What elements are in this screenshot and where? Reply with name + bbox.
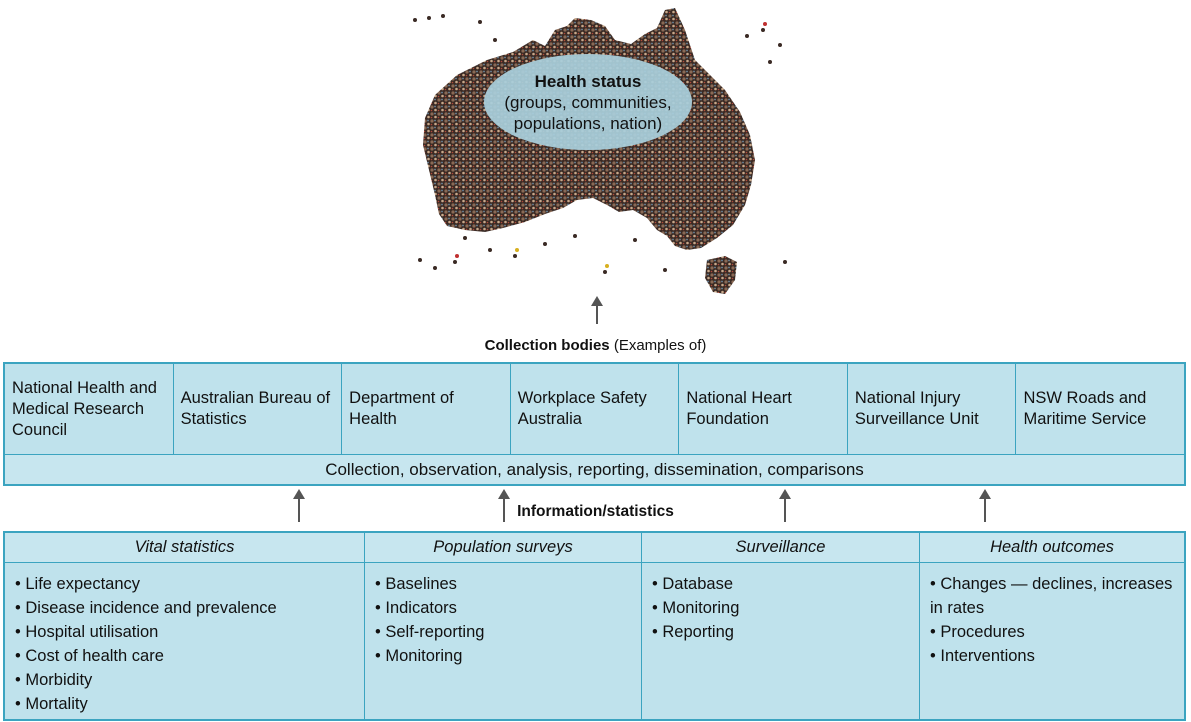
category-title: Health outcomes	[920, 533, 1184, 563]
collection-bodies-heading-rest: (Examples of)	[609, 337, 707, 354]
category-list: Changes — declines, increases in rates P…	[920, 563, 1184, 668]
list-item: Procedures	[930, 620, 1174, 644]
body-department-of-health: Department of Health	[342, 364, 511, 454]
collection-bodies-box: National Health and Medical Research Cou…	[3, 362, 1186, 486]
health-status-bubble-shape	[484, 54, 692, 150]
information-categories-box: Vital statistics Life expectancy Disease…	[3, 531, 1186, 721]
collection-summary: Collection, observation, analysis, repor…	[5, 454, 1184, 484]
category-list: Baselines Indicators Self-reporting Moni…	[365, 563, 641, 668]
category-title: Vital statistics	[5, 533, 364, 563]
category-population-surveys: Population surveys Baselines Indicators …	[365, 533, 642, 719]
collection-bodies-heading: Collection bodies (Examples of)	[0, 337, 1191, 354]
body-label: National Health and Medical Research Cou…	[12, 378, 157, 439]
arrow-up-outcomes	[979, 489, 991, 522]
category-surveillance: Surveillance Database Monitoring Reporti…	[642, 533, 920, 719]
list-item: Morbidity	[15, 668, 364, 692]
category-list: Life expectancy Disease incidence and pr…	[5, 563, 364, 716]
arrow-up-vital	[293, 489, 305, 522]
collection-bodies-heading-bold: Collection bodies	[484, 337, 610, 354]
category-title: Population surveys	[365, 533, 641, 563]
category-title: Surveillance	[642, 533, 919, 563]
australia-crowd-map: Health status (groups, communities, popu…	[395, 0, 815, 300]
list-item: Self-reporting	[375, 620, 641, 644]
body-injury-surveillance: National Injury Surveillance Unit	[848, 364, 1017, 454]
arrow-up-surveys	[498, 489, 510, 522]
category-list: Database Monitoring Reporting	[642, 563, 919, 644]
list-item: Reporting	[652, 620, 919, 644]
body-nhmrc: National Health and Medical Research Cou…	[5, 364, 174, 454]
body-label: Australian Bureau of Statistics	[180, 389, 331, 428]
collection-bodies-row: National Health and Medical Research Cou…	[5, 364, 1184, 454]
arrow-up-to-map	[591, 296, 603, 324]
body-label: NSW Roads and Maritime Service	[1023, 389, 1147, 428]
category-vital-statistics: Vital statistics Life expectancy Disease…	[5, 533, 365, 719]
body-workplace-safety: Workplace Safety Australia	[511, 364, 680, 454]
body-label: Workplace Safety Australia	[517, 389, 647, 428]
list-item: Baselines	[375, 572, 641, 596]
arrow-up-surveillance	[779, 489, 791, 522]
australia-map-illustration	[413, 8, 787, 294]
body-abs: Australian Bureau of Statistics	[174, 364, 343, 454]
list-item: Monitoring	[652, 596, 919, 620]
tasmania-shape	[705, 256, 737, 294]
health-status-subtitle: (groups, communities, populations, natio…	[504, 92, 672, 133]
body-label: Department of Health	[349, 389, 454, 428]
list-item: Life expectancy	[15, 572, 364, 596]
health-status-title: Health status	[534, 71, 642, 91]
list-item: Interventions	[930, 644, 1174, 668]
information-statistics-heading: Information/statistics	[517, 503, 674, 520]
category-health-outcomes: Health outcomes Changes — declines, incr…	[920, 533, 1184, 719]
body-label: National Heart Foundation	[686, 389, 792, 428]
list-item: Cost of health care	[15, 644, 364, 668]
health-status-bubble: Health status (groups, communities, popu…	[483, 52, 693, 152]
body-nsw-roads: NSW Roads and Maritime Service	[1016, 364, 1184, 454]
body-heart-foundation: National Heart Foundation	[679, 364, 848, 454]
list-item: Monitoring	[375, 644, 641, 668]
list-item: Database	[652, 572, 919, 596]
list-item: Disease incidence and prevalence	[15, 596, 364, 620]
list-item: Mortality	[15, 692, 364, 716]
list-item: Hospital utilisation	[15, 620, 364, 644]
list-item: Changes — declines, increases in rates	[930, 572, 1174, 620]
list-item: Indicators	[375, 596, 641, 620]
body-label: National Injury Surveillance Unit	[854, 389, 979, 428]
